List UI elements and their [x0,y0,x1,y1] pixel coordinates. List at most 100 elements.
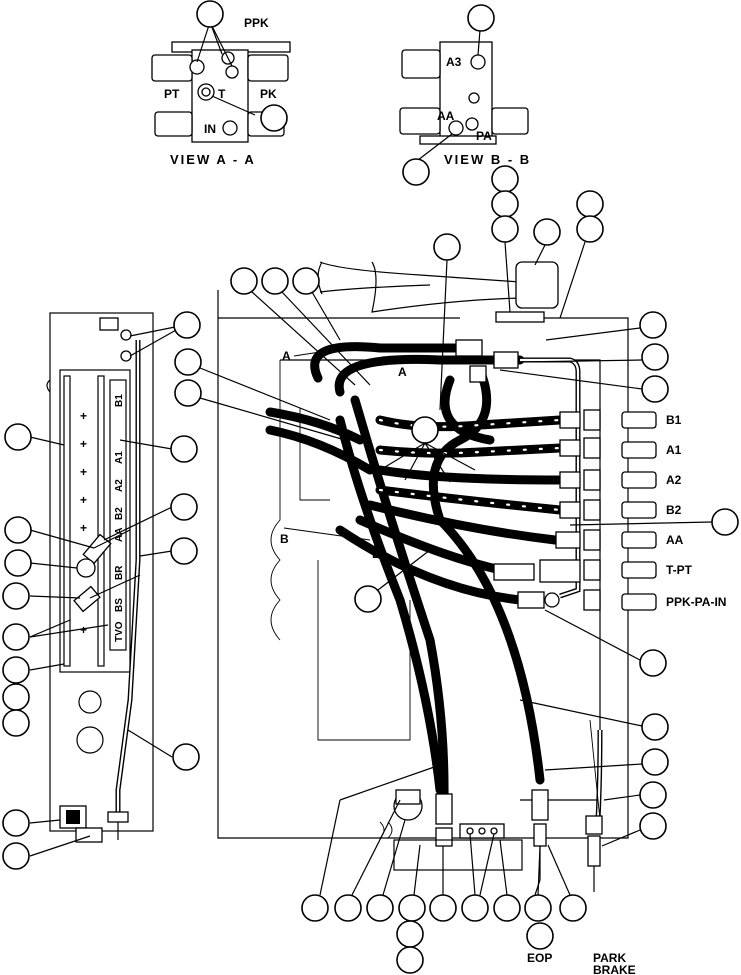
leader-line [29,562,78,569]
panel-label-strip [109,379,127,651]
callout-bubble [354,585,382,613]
callout-bubble [2,842,30,870]
swivel [544,592,560,608]
callout-bubble [467,4,495,32]
leader-line [29,835,91,857]
bolt [478,827,486,835]
panel-notch [46,379,51,393]
port-label-b1: B1 [666,413,682,427]
connector-a1 [621,441,657,459]
leader-line [545,327,641,341]
leader-line [196,21,211,63]
leader-line [559,241,586,319]
leader-line [199,397,346,441]
leader-line [547,844,571,896]
leader-line [127,729,173,758]
view-aa-title: VIEW A - A [170,152,256,167]
leader-line [417,133,453,161]
panel-brake-pipe-inner [116,340,140,815]
elbow-nut [395,789,421,805]
leader-line [103,506,173,541]
panel-plus-marks: + + + + + + [80,409,87,637]
callout-bubble [230,267,258,295]
leader-line [251,291,356,386]
callout-bubble [4,516,32,544]
leader-line [477,29,481,56]
leader-line [29,619,71,638]
leader-line [537,845,541,896]
view-bb-bracket [419,135,497,145]
callout-bubble [641,375,669,403]
bolt [466,827,474,835]
callout-bubble [641,748,669,776]
view-aa-solenoid-lower [154,111,193,137]
horn-second [371,261,521,313]
bulkhead-bottom [435,827,453,847]
hose-loop [440,375,495,445]
bolt [490,827,498,835]
callout-bubble [491,165,519,193]
callout-bubble [396,920,424,948]
label-brake: BRAKE [593,963,636,975]
panel-label-b1: B1 [114,394,125,407]
section-b-left: B [280,532,289,546]
leader-line [499,839,508,896]
label-pk: PK [260,87,277,101]
external-connectors [621,411,657,611]
bulkhead [583,437,601,459]
callout-bubble [170,537,198,565]
leader-line [29,624,109,638]
port-pa-fitting [465,117,479,131]
panel-hole [76,726,104,754]
hose [310,342,475,383]
section-a-left: A [282,349,291,363]
hose-fitting-bottom [435,793,453,825]
leader-line [281,291,371,386]
callout-bubble [292,267,320,295]
panel-switch-core [66,810,80,824]
panel-plate [59,369,131,673]
leader-line [469,833,476,896]
hose-fitting [455,339,483,357]
panel-rail-right [97,375,105,667]
pipe-link [93,529,131,549]
view-aa-assembly: PPK PT T PK IN VIEW A - A [151,0,291,167]
horn-outline [319,261,521,293]
hose-end [493,563,535,581]
pipe-link [89,574,141,599]
label-pa: PA [476,129,492,143]
label-park: PARK [593,951,626,965]
hose-end [559,471,581,489]
callout-bubble [493,894,521,922]
callout-bubble [396,946,424,974]
callout-bubble [641,343,669,371]
hose-end [559,439,581,457]
hose-end [517,591,545,609]
tee-block [539,559,581,583]
park-stem [587,835,601,867]
port-label-a1: A1 [666,443,682,457]
bulkhead-bottom [533,823,547,847]
hose-b1 [375,415,565,432]
hose-down-2 [335,415,445,795]
left-panel-callouts [2,311,201,870]
hose-end [559,501,581,519]
connector-a2 [621,471,657,489]
callout-bubble [2,709,30,737]
hose-ppk [335,525,525,605]
leader-line [534,244,546,266]
callout-bubble [559,894,587,922]
label-pt: PT [164,87,180,101]
leader-line [119,439,173,450]
plus-mark: + [80,465,87,479]
label-aa: AA [437,109,455,123]
callout-bubble [402,158,430,186]
callout-bubble [711,508,739,536]
bottom-fittings [379,789,603,896]
hose-highlight [378,446,562,455]
leader-line [211,95,256,116]
callout-bubble [639,311,667,339]
callout-bubble [173,311,201,339]
hose-aa [365,500,560,545]
plus-mark: + [80,623,87,637]
